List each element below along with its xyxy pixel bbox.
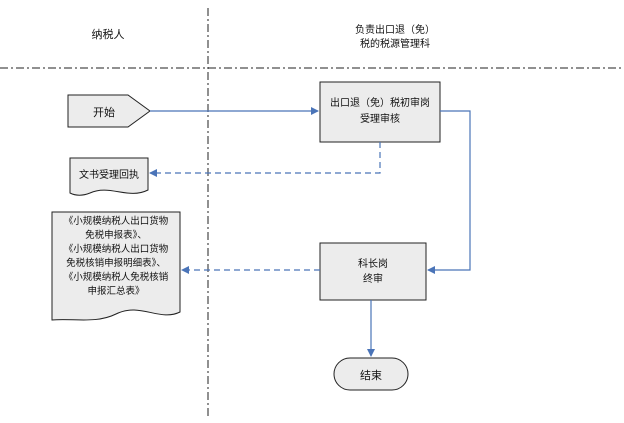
forms-line-3: 《小规模纳税人出口货物: [64, 243, 169, 255]
forms-line-5: 《小规模纳税人免税核销: [64, 271, 169, 283]
connector-review-to-chief: [427, 110, 471, 274]
connector-review-to-receipt: [149, 142, 381, 177]
forms-line-4: 免税核销申报明细表》、: [66, 257, 166, 269]
lane-header-taxpayer: 纳税人: [92, 27, 125, 41]
lane-header-tax-office-line2: 税的税源管理科: [360, 37, 430, 50]
chief-review-label-line2: 终审: [363, 272, 383, 285]
receipt-label: 文书受理回执: [79, 168, 139, 181]
lane-header-tax-office-line1: 负责出口退（免）: [355, 23, 435, 36]
chief-review-box: [319, 242, 427, 301]
forms-line-2: 免税申报表》、: [85, 229, 147, 241]
forms-document: [51, 211, 181, 321]
initial-review-label-line1: 出口退（免）税初审岗: [330, 96, 430, 109]
end-label: 结束: [360, 369, 382, 382]
initial-review-label-line2: 受理审核: [360, 112, 400, 125]
end-node: [333, 357, 409, 391]
initial-review-box: [319, 81, 441, 143]
chief-review-label-line1: 科长岗: [358, 257, 388, 270]
forms-line-6: 申报汇总表》: [87, 285, 144, 297]
start-node: [67, 94, 151, 128]
forms-line-1: 《小规模纳税人出口货物: [64, 215, 169, 227]
start-label: 开始: [93, 105, 115, 119]
receipt-document: [69, 157, 149, 196]
